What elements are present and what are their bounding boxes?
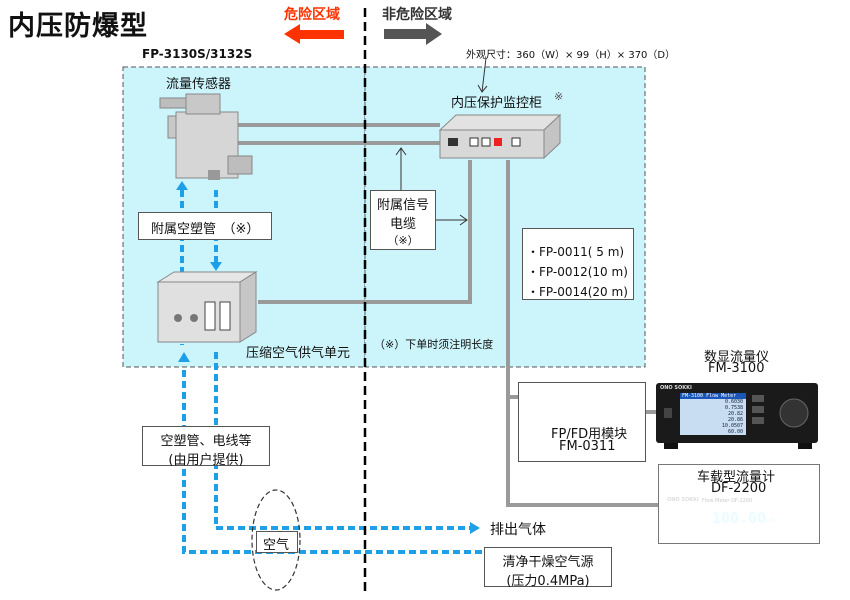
tube-label-box: 附属空塑管 （※） xyxy=(138,212,272,240)
user-supplied-line1: 空塑管、电线等 xyxy=(160,434,252,449)
safe-zone-label: 非危险区域 xyxy=(382,7,452,23)
page-title: 内压防爆型 xyxy=(8,11,148,42)
vehicle-meter-unit: L/h xyxy=(765,517,775,524)
flow-sensor-icon xyxy=(159,93,253,180)
tube-label: 附属空塑管 （※） xyxy=(151,222,260,237)
module-label-line1: FP/FD用模块 xyxy=(551,427,628,442)
air-source-line1: 清净干燥空气源 xyxy=(502,555,594,570)
meter-row: 0.7538 xyxy=(724,405,743,411)
air-ellipse xyxy=(251,489,301,591)
cable-option-2: ・FP-0012(10 m) xyxy=(527,265,628,279)
air-unit-label: 压缩空气供气单元 xyxy=(246,346,351,361)
air-arrowheads xyxy=(176,181,480,534)
cable-label-line2: 电缆 xyxy=(389,217,416,232)
cable-option-3: ・FP-0014(20 m) xyxy=(527,285,628,299)
vehicle-meter-reading: 100.00 xyxy=(712,509,767,527)
vehicle-meter-header: Flow Meter DF-2200 xyxy=(702,498,753,504)
signal-cables xyxy=(238,123,660,507)
meter-screen-header: FM-3100 Flow Meter xyxy=(682,393,737,399)
meter-row: 60.00 xyxy=(727,429,743,435)
cabinet-mark: ※ xyxy=(554,90,564,103)
module-box: FP/FD用模块 FM-0311 xyxy=(518,382,646,462)
digital-meter-label-line2: FM-3100 xyxy=(708,361,765,376)
vehicle-meter-box: 车载型流量计 DF-2200 xyxy=(658,464,820,544)
meter-row: 10.0507 xyxy=(721,423,743,429)
hazard-zone-label: 危险区域 xyxy=(284,7,340,23)
cable-label-line1: 附属信号 xyxy=(376,198,429,213)
pressure-cabinet-icon xyxy=(438,113,562,160)
user-supplied-box: 空塑管、电线等 (由用户提供) xyxy=(142,426,270,468)
meter-row: 20.82 xyxy=(727,411,743,417)
meter-row: 0.6030 xyxy=(724,399,743,405)
signal-arrows xyxy=(395,57,488,226)
model-label: FP-3130S/3132S xyxy=(142,47,253,61)
meter-row: 20.86 xyxy=(727,417,743,423)
vehicle-meter-label-line1: 车载型流量计 xyxy=(697,470,776,485)
air-source-box: 清净干燥空气源 (压力0.4MPa) xyxy=(484,547,612,589)
exhaust-label: 排出气体 xyxy=(490,522,546,538)
cable-label-box: 附属信号 电缆 （※） xyxy=(370,190,436,250)
digital-meter-icon xyxy=(656,383,818,449)
length-note: （※）下单时须注明长度 xyxy=(374,338,494,351)
safe-arrow xyxy=(384,23,442,45)
digital-meter-screen: FM-3100 Flow Meter 0.6030 0.7538 20.82 2… xyxy=(680,393,746,435)
air-source-line2: (压力0.4MPa) xyxy=(506,574,590,589)
air-label-box: 空气 xyxy=(256,531,298,553)
digital-meter-brand: ONO SOKKI xyxy=(660,385,692,391)
flow-sensor-label: 流量传感器 xyxy=(166,77,232,92)
air-label: 空气 xyxy=(263,538,290,553)
digital-meter-label-line1: 数显流量仪 xyxy=(704,350,770,365)
cable-label-line3: （※） xyxy=(387,234,419,247)
cable-option-1: ・FP-0011( 5 m) xyxy=(527,245,625,259)
vehicle-meter-label-line2: DF-2200 xyxy=(711,481,767,496)
vehicle-meter-brand: ONO SOKKI xyxy=(667,497,699,503)
module-label-line2: FM-0311 xyxy=(559,439,616,454)
hazard-arrow xyxy=(284,24,344,44)
dimensions-note: 外观尺寸：360（W）× 99（H）× 370（D） xyxy=(466,50,676,61)
user-supplied-line2: (由用户提供) xyxy=(168,453,244,468)
cable-options-box: ・FP-0011( 5 m) ・FP-0012(10 m) ・FP-0014(2… xyxy=(522,228,634,300)
air-unit-icon xyxy=(156,271,258,343)
pressure-cabinet-label: 内压保护监控柜 xyxy=(451,96,543,111)
